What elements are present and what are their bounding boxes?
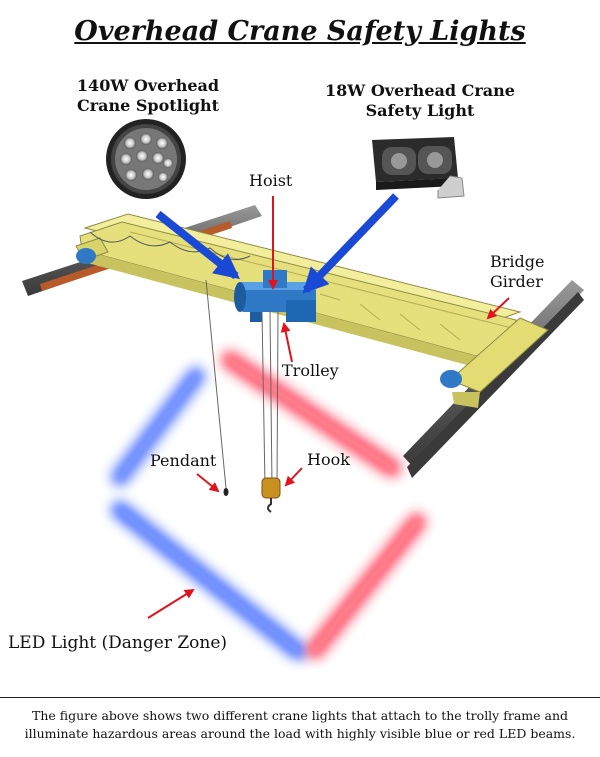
label-hook: Hook	[307, 450, 350, 469]
label-spotlight: 140W Overhead Crane Spotlight	[76, 76, 220, 115]
safety-light-beam-arrow	[302, 193, 399, 294]
caption-divider	[0, 697, 600, 698]
label-led-light: LED Light (Danger Zone)	[8, 633, 228, 653]
hoist-ropes	[261, 311, 279, 487]
figure-caption: The figure above shows two different cra…	[24, 708, 576, 741]
callout-arrows	[147, 196, 510, 619]
pendant-control	[223, 488, 229, 496]
crane-diagram	[22, 119, 584, 660]
label-trolley: Trolley	[282, 361, 339, 380]
hook-block	[261, 477, 281, 513]
safety-light-image	[372, 137, 465, 199]
led-danger-zone	[111, 351, 426, 660]
label-pendant: Pendant	[150, 451, 217, 470]
pendant-cable	[205, 279, 227, 489]
label-safety-light: 18W Overhead Crane Safety Light	[325, 81, 515, 120]
label-bridge-girder: Bridge Girder	[490, 252, 545, 291]
trolley-hoist	[234, 270, 316, 322]
label-hoist: Hoist	[249, 171, 293, 190]
spotlight-beam-arrow	[155, 210, 241, 280]
spotlight-image	[106, 119, 186, 199]
page-title: Overhead Crane Safety Lights	[74, 16, 526, 47]
